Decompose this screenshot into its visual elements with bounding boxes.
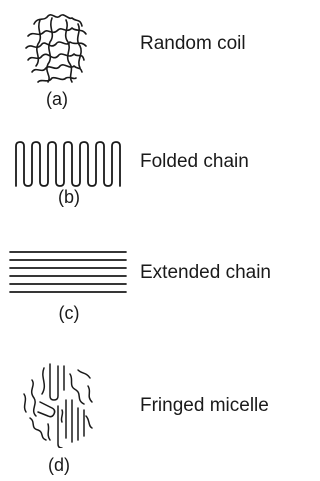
caption-a: (a) <box>46 89 68 109</box>
figure-folded-chain: (b) Folded chain <box>0 130 320 230</box>
label-fringed-micelle: Fringed micelle <box>140 395 269 416</box>
label-folded-chain: Folded chain <box>140 151 249 172</box>
extended-chain-icon <box>9 251 127 293</box>
random-coil-icon <box>25 14 87 83</box>
label-extended-chain: Extended chain <box>140 262 271 283</box>
label-random-coil: Random coil <box>140 33 246 54</box>
figure-extended-chain: (c) Extended chain <box>0 240 320 340</box>
fringed-micelle-icon <box>23 363 93 448</box>
caption-c: (c) <box>58 303 80 323</box>
figure-fringed-micelle: (d) Fringed micelle <box>0 360 320 481</box>
caption-d: (d) <box>48 455 70 475</box>
figure-random-coil: (a) Random coil <box>0 0 320 115</box>
caption-b: (b) <box>58 187 80 207</box>
folded-chain-icon <box>15 141 121 187</box>
